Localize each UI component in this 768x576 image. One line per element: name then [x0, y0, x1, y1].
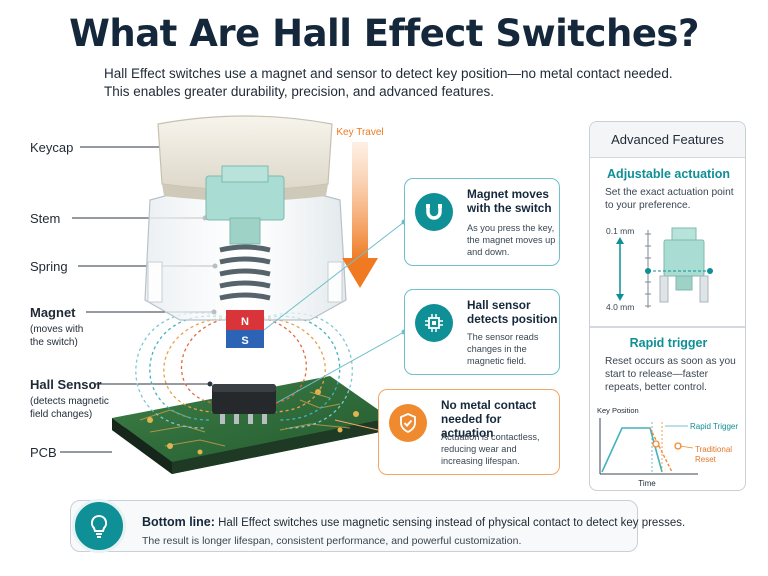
hall-sensor-chip: [212, 384, 276, 424]
adjustable-actuation-body: Set the exact actuation point to your pr…: [605, 187, 734, 211]
rapid-chart-y-axis-label: Key Position: [597, 406, 639, 415]
label-hall-sensor: Hall Sensor: [30, 377, 102, 392]
callout-no-contact: No metal contact needed for actuation Ac…: [378, 389, 560, 475]
bottom-line-lead: Bottom line:: [142, 515, 215, 529]
intro-line-2: This enables greater durability, precisi…: [104, 84, 494, 99]
bottom-line-text-1: Bottom line: Hall Effect switches use ma…: [142, 515, 685, 529]
bottom-line-bar: [70, 500, 638, 552]
actuation-max-label: 4.0 mm: [606, 302, 634, 312]
key-travel-label: Key Travel: [336, 127, 383, 138]
callout-magnet-moves: Magnet moves with the switch As you pres…: [404, 178, 560, 266]
bottom-line-text-2: The result is longer lifespan, consisten…: [142, 535, 522, 547]
magnet-north-label: N: [241, 316, 249, 328]
advanced-features-panel: Advanced Features Adjustable actuation S…: [589, 121, 746, 491]
callout-contact-title: No metal contact needed for actuation: [441, 398, 537, 440]
chip-icon: [415, 304, 453, 342]
key-travel-arrow: [342, 142, 378, 288]
label-pcb: PCB: [30, 445, 57, 460]
rapid-trigger-title: Rapid trigger: [629, 336, 708, 350]
callout-contact-body: Actuation is contactless, reducing wear …: [441, 432, 540, 466]
label-keycap: Keycap: [30, 140, 73, 155]
rapid-chart-x-axis-label: Time: [638, 479, 656, 488]
rapid-trigger-chart: Key Position Time Rapid Trigger Traditio…: [597, 406, 738, 488]
series-traditional-label-2: Reset: [695, 455, 717, 464]
callout-sensor-body: The sensor reads changes in the magnetic…: [467, 332, 539, 366]
spring: [219, 244, 271, 301]
lightbulb-icon: [72, 499, 126, 553]
magnet-icon: [415, 193, 453, 231]
label-hall-sub-2: field changes): [30, 409, 92, 420]
label-magnet: Magnet: [30, 305, 76, 320]
series-rapid-trigger-label: Rapid Trigger: [690, 422, 738, 431]
label-hall-sub-1: (detects magnetic: [30, 396, 109, 407]
callout-magnet-title: Magnet moves with the switch: [467, 187, 552, 215]
intro-line-1: Hall Effect switches use a magnet and se…: [104, 66, 673, 81]
stem: [205, 165, 285, 245]
magnet: N S: [226, 310, 264, 348]
label-spring: Spring: [30, 259, 68, 274]
panel-divider: [590, 326, 745, 328]
callout-sensor-title: Hall sensor detects position: [467, 298, 558, 326]
page-title: What Are Hall Effect Switches?: [69, 12, 699, 55]
callout-magnet-body: As you press the key, the magnet moves u…: [467, 223, 556, 257]
actuation-min-label: 0.1 mm: [606, 226, 634, 236]
series-traditional-label-1: Traditional: [695, 445, 732, 454]
label-stem: Stem: [30, 211, 60, 226]
shield-check-icon: [389, 404, 427, 442]
label-magnet-sub-2: the switch): [30, 337, 78, 348]
advanced-features-graphics: 0.1 mm 4.0 mm Key Position: [597, 226, 738, 488]
callout-connectors: [263, 221, 405, 403]
rapid-trigger-body: Reset occurs as soon as you start to rel…: [605, 356, 736, 393]
adjustable-actuation-title: Adjustable actuation: [607, 167, 730, 181]
label-magnet-sub-1: (moves with: [30, 324, 83, 335]
advanced-features-title: Advanced Features: [590, 122, 745, 158]
magnet-south-label: S: [241, 335, 248, 347]
bottom-line-rest: Hall Effect switches use magnetic sensin…: [214, 517, 686, 529]
callout-sensor-detects: Hall sensor detects position The sensor …: [404, 289, 560, 375]
actuation-range-diagram: 0.1 mm 4.0 mm: [606, 226, 713, 312]
